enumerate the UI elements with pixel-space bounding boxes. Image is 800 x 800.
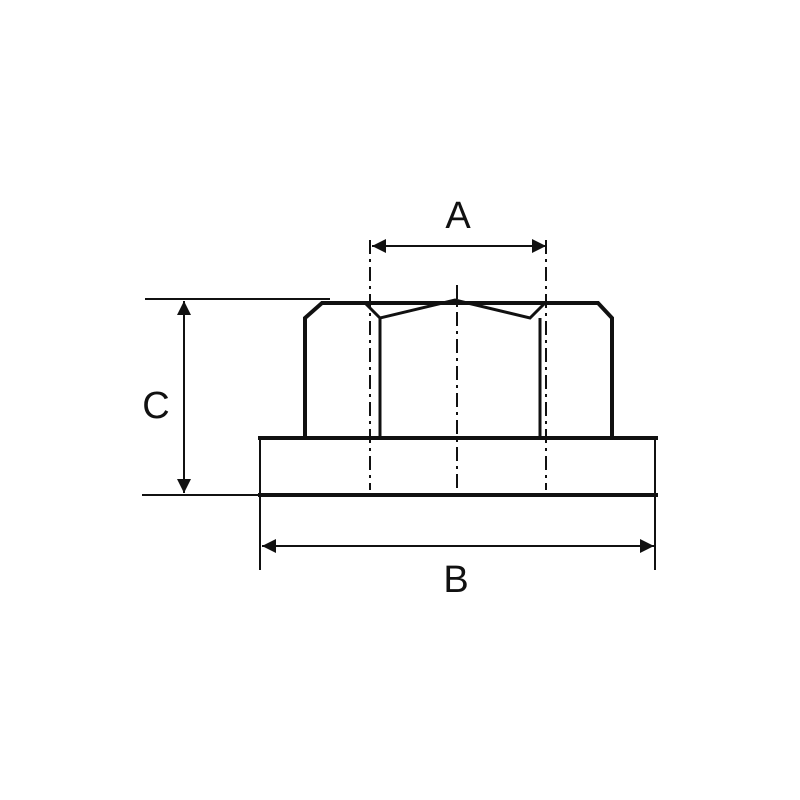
hidden-and-center-lines <box>369 240 547 490</box>
dimension-c-label: C <box>142 385 169 427</box>
extension-lines <box>142 298 330 496</box>
nut-hex-body <box>303 298 614 438</box>
dimension-b-label: B <box>443 559 468 601</box>
dimension-c: C <box>142 301 191 493</box>
dimension-b: B <box>262 539 654 601</box>
dimension-a: A <box>372 195 546 253</box>
flange-base <box>258 436 658 570</box>
dimension-a-label: A <box>445 195 471 237</box>
